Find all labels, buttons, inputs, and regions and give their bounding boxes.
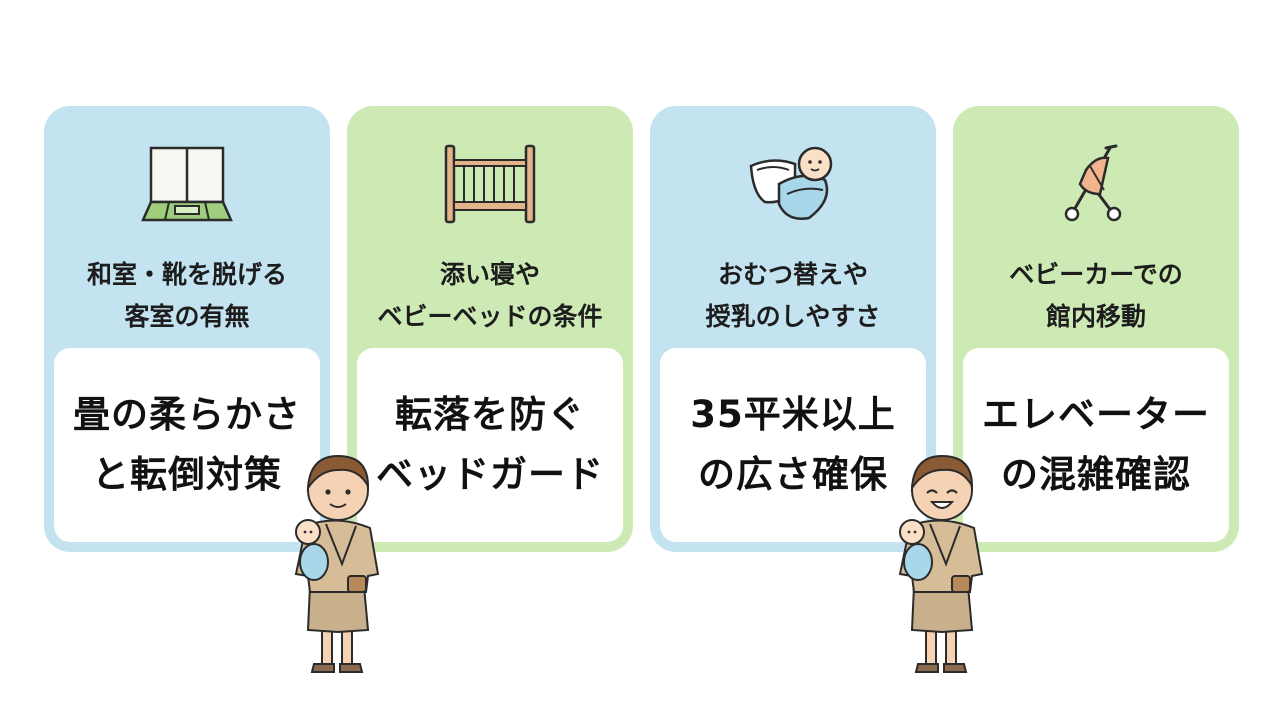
card-diaper-feeding: おむつ替えや 授乳のしやすさ 35平米以上 の広さ確保 xyxy=(650,106,936,552)
shoji-tatami-room-icon xyxy=(44,140,330,230)
card-tatami-room: 和室・靴を脱げる 客室の有無 畳の柔らかさ と転倒対策 xyxy=(44,106,330,552)
heading-line: ベビーカーでの xyxy=(1009,260,1183,289)
card-point-box: 転落を防ぐ ベッドガード xyxy=(357,348,623,542)
baby-crib-icon xyxy=(347,140,633,230)
point-line: と転倒対策 xyxy=(92,453,282,496)
card-stroller: ベビーカーでの 館内移動 エレベーター の混雑確認 xyxy=(953,106,1239,552)
point-line: の混雑確認 xyxy=(1001,453,1191,496)
stroller-icon xyxy=(953,140,1239,230)
heading-line: おむつ替えや xyxy=(717,260,868,289)
card-heading: ベビーカーでの 館内移動 xyxy=(961,254,1231,338)
heading-line: 館内移動 xyxy=(1045,302,1146,331)
heading-line: ベビーベッドの条件 xyxy=(377,302,603,331)
heading-line: 授乳のしやすさ xyxy=(705,302,881,331)
swaddled-baby-diaper-icon xyxy=(650,140,936,230)
card-heading: 和室・靴を脱げる 客室の有無 xyxy=(52,254,322,338)
card-point-box: 畳の柔らかさ と転倒対策 xyxy=(54,348,320,542)
point-line: 畳の柔らかさ xyxy=(73,393,301,436)
heading-line: 客室の有無 xyxy=(124,302,250,331)
card-point-box: エレベーター の混雑確認 xyxy=(963,348,1229,542)
heading-line: 和室・靴を脱げる xyxy=(86,260,287,289)
point-line: 転落を防ぐ xyxy=(395,393,585,436)
point-line: ベッドガード xyxy=(376,453,604,496)
parent-holding-baby-illustration xyxy=(286,444,386,682)
point-line: の広さ確保 xyxy=(698,453,888,496)
card-heading: おむつ替えや 授乳のしやすさ xyxy=(658,254,928,338)
point-line: エレベーター xyxy=(982,393,1210,436)
heading-line: 添い寝や xyxy=(439,260,540,289)
point-line: 35平米以上 xyxy=(690,393,896,436)
smiling-parent-holding-baby-illustration xyxy=(890,444,990,682)
card-heading: 添い寝や ベビーベッドの条件 xyxy=(355,254,625,338)
card-baby-bed: 添い寝や ベビーベッドの条件 転落を防ぐ ベッドガード xyxy=(347,106,633,552)
card-point-box: 35平米以上 の広さ確保 xyxy=(660,348,926,542)
